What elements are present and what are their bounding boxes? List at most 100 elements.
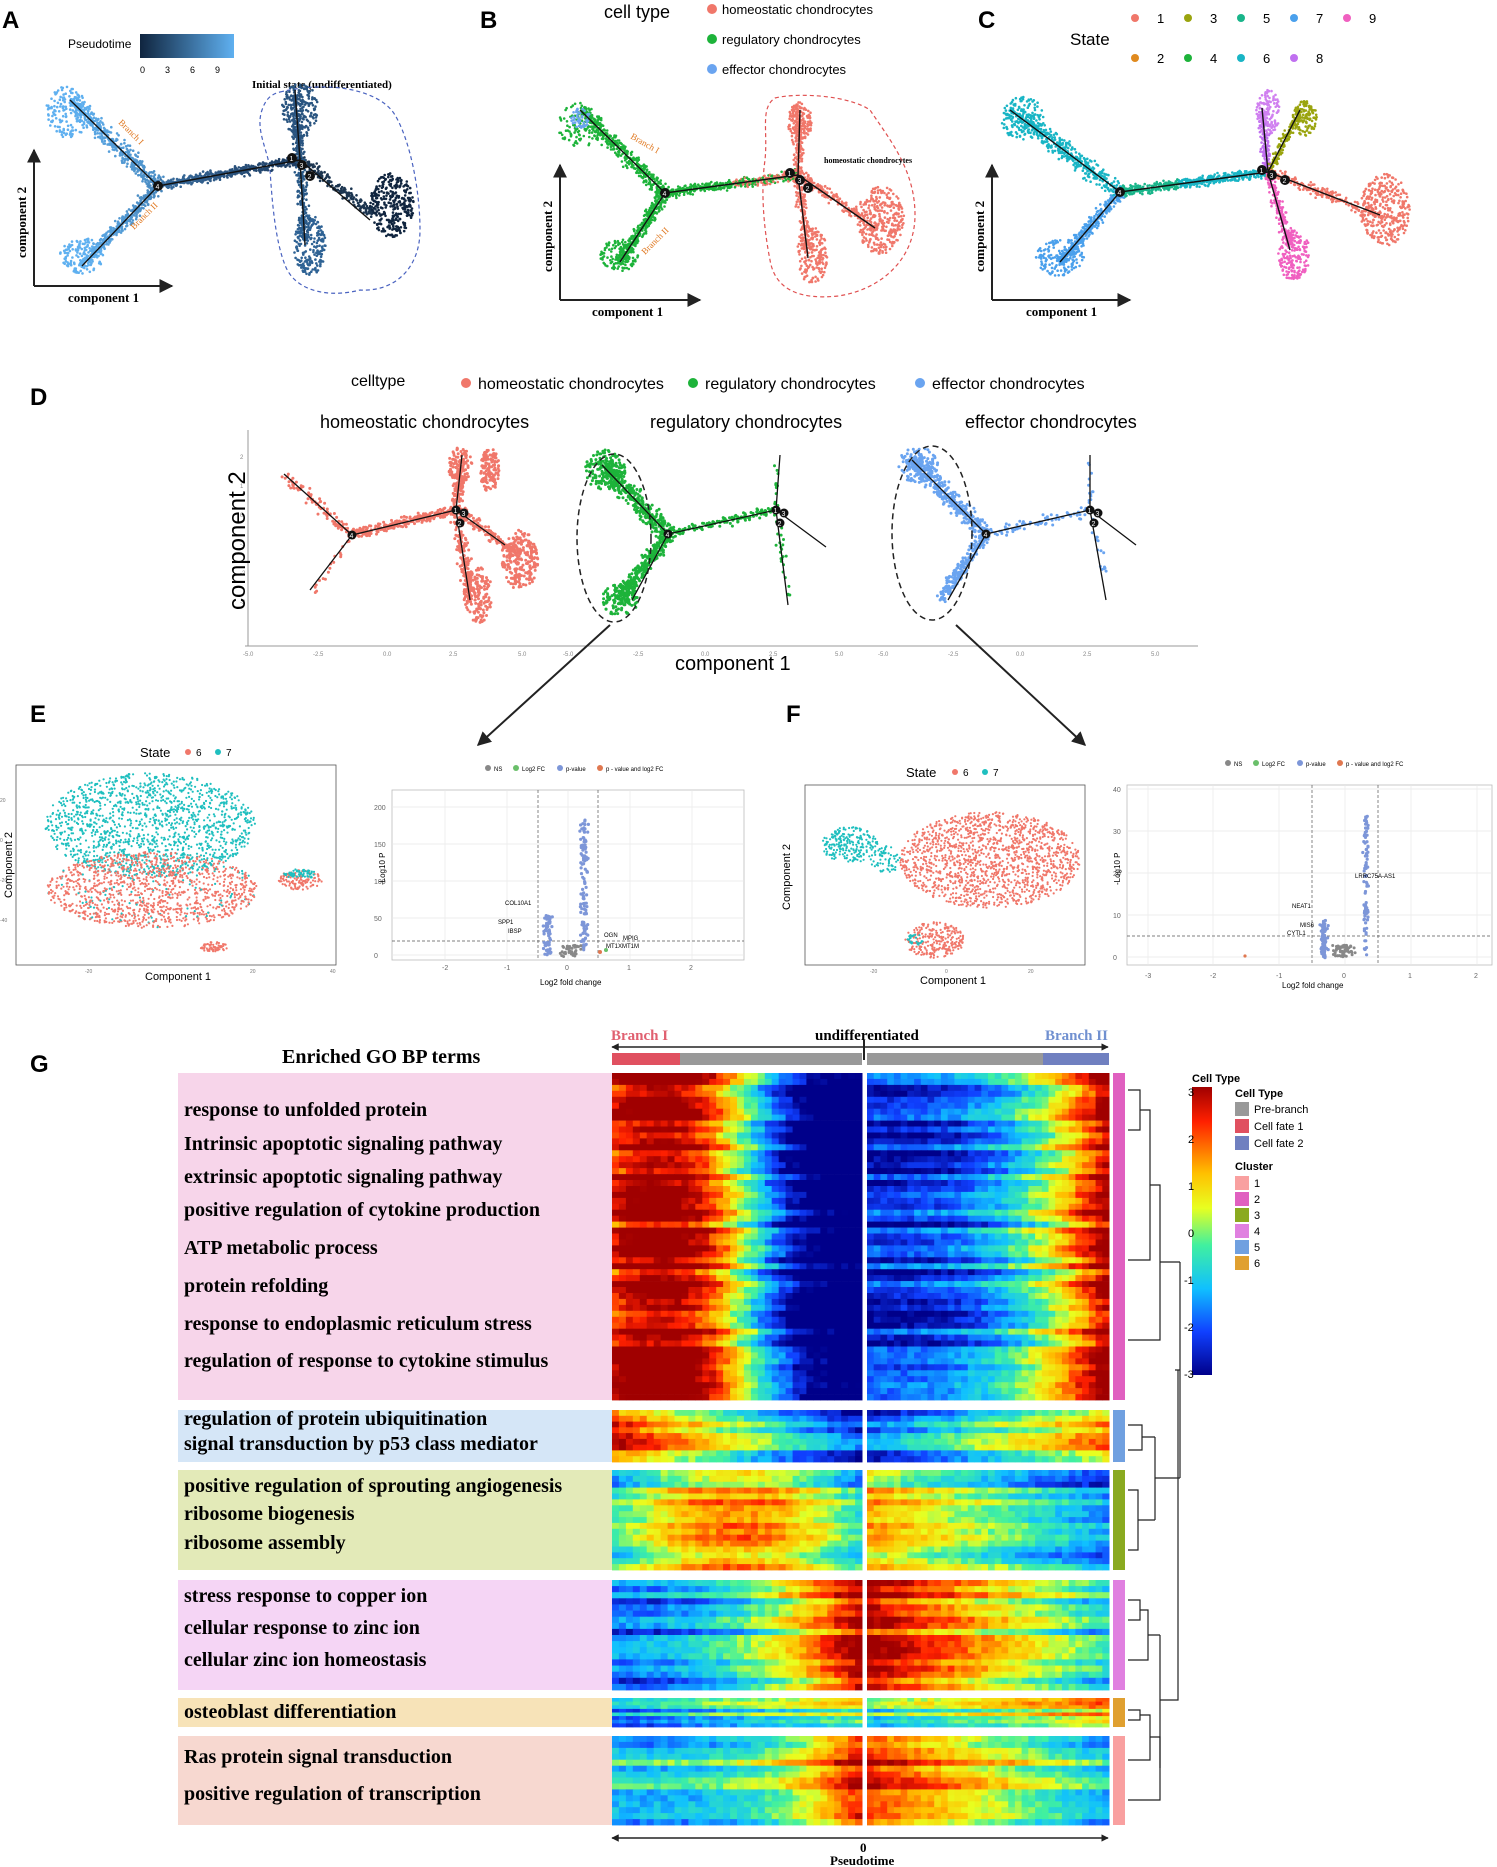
- cell-point: [142, 203, 145, 206]
- cell-point: [94, 137, 97, 140]
- cell-point: [142, 166, 145, 169]
- cell-point: [59, 252, 62, 255]
- cell-point: [134, 153, 137, 156]
- cell-point: [65, 108, 68, 111]
- cell-point: [84, 249, 87, 252]
- cell-point: [88, 247, 91, 250]
- cell-point: [101, 140, 104, 143]
- cell-point: [99, 135, 102, 138]
- cell-point: [108, 150, 111, 153]
- cell-point: [148, 181, 151, 184]
- cell-point: [139, 160, 142, 163]
- cell-point: [103, 238, 106, 241]
- cell-point: [97, 245, 100, 248]
- cell-point: [86, 245, 89, 248]
- cell-point: [157, 176, 160, 179]
- cell-point: [148, 184, 151, 187]
- cell-point: [115, 234, 118, 237]
- cell-point: [90, 264, 93, 267]
- cell-point: [81, 255, 84, 258]
- cell-point: [89, 271, 92, 274]
- cell-point: [110, 227, 113, 230]
- cell-point: [126, 148, 129, 151]
- cell-point: [81, 95, 84, 98]
- cell-point: [132, 204, 135, 207]
- cell-point: [79, 131, 82, 134]
- cell-point: [57, 126, 60, 129]
- cell-point: [129, 144, 132, 147]
- cell-point: [112, 229, 115, 232]
- cell-point: [57, 89, 60, 92]
- cell-point: [87, 106, 90, 109]
- cell-point: [97, 255, 100, 258]
- cell-point: [93, 116, 96, 119]
- cell-point: [49, 124, 52, 127]
- cell-point: [79, 259, 82, 262]
- cell-point: [157, 195, 160, 198]
- cell-point: [94, 127, 97, 130]
- cell-point: [91, 248, 94, 251]
- cell-point: [99, 239, 102, 242]
- cell-point: [124, 228, 127, 231]
- cell-point: [238, 166, 241, 169]
- cell-point: [120, 143, 123, 146]
- cell-point: [65, 134, 68, 137]
- cell-point: [47, 118, 50, 121]
- cell-point: [118, 217, 121, 220]
- cell-point: [60, 103, 63, 106]
- cell-point: [132, 166, 135, 169]
- cell-point: [87, 264, 90, 267]
- cell-point: [114, 155, 117, 158]
- cell-point: [153, 195, 156, 198]
- cell-point: [128, 151, 131, 154]
- cell-point: [119, 154, 122, 157]
- cell-point: [67, 128, 70, 131]
- cell-point: [47, 114, 50, 117]
- cell-point: [69, 130, 72, 133]
- cell-point: [92, 126, 95, 129]
- cell-point: [53, 105, 56, 108]
- pseudotime-legend-title: Pseudotime: [68, 37, 132, 51]
- cell-point: [53, 100, 56, 103]
- cell-point: [66, 254, 69, 257]
- cell-point: [84, 239, 87, 242]
- cell-point: [114, 220, 117, 223]
- cell-point: [63, 245, 66, 248]
- cell-point: [61, 133, 64, 136]
- cell-point: [125, 215, 128, 218]
- cell-point: [81, 124, 84, 127]
- cell-point: [79, 252, 82, 255]
- cell-point: [51, 115, 54, 118]
- cell-point: [53, 109, 56, 112]
- cell-point: [66, 264, 69, 267]
- cell-point: [78, 264, 81, 267]
- cell-point: [82, 126, 85, 129]
- cell-point: [100, 117, 103, 120]
- cell-point: [59, 129, 62, 132]
- cell-point: [51, 119, 54, 122]
- cell-point: [46, 104, 49, 107]
- cell-point: [68, 95, 71, 98]
- pseudotime-tick-label: 6: [190, 65, 195, 75]
- cell-point: [70, 264, 73, 267]
- cell-point: [121, 219, 124, 222]
- cell-point: [86, 255, 89, 258]
- cell-point: [70, 136, 73, 139]
- cell-point: [59, 98, 62, 101]
- cell-point: [59, 105, 62, 108]
- cell-point: [140, 198, 143, 201]
- cell-point: [76, 240, 79, 243]
- cell-point: [61, 120, 64, 123]
- cell-point: [67, 125, 70, 128]
- cell-point: [62, 115, 65, 118]
- cell-point: [85, 124, 88, 127]
- cell-point: [108, 143, 111, 146]
- cell-point: [139, 174, 142, 177]
- cell-point: [150, 196, 153, 199]
- cell-point: [97, 251, 100, 254]
- cell-point: [75, 254, 78, 257]
- cell-point: [132, 149, 135, 152]
- cell-point: [101, 122, 104, 125]
- cell-point: [107, 131, 110, 134]
- cell-point: [124, 158, 127, 161]
